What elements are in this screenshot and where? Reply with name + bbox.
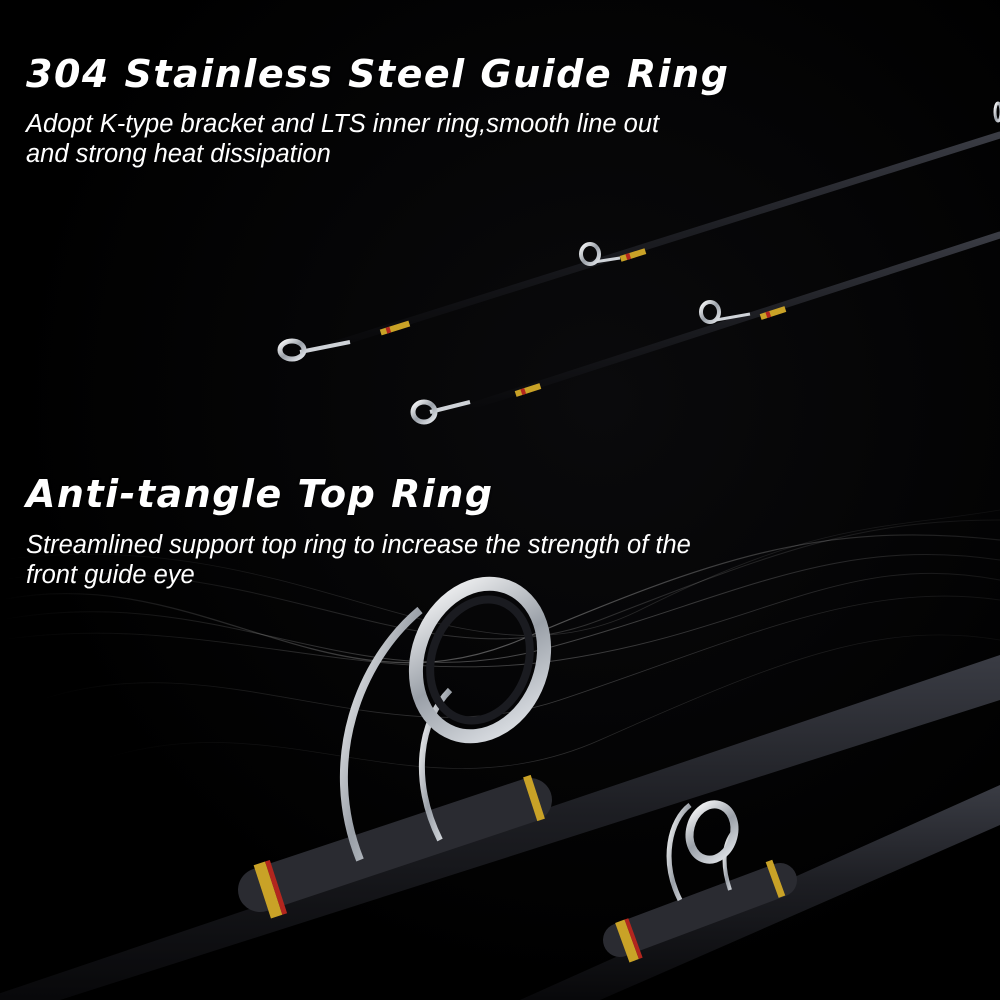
heading-guide-ring: 304 Stainless Steel Guide Ring bbox=[26, 52, 730, 96]
rod-section-lower-main bbox=[0, 655, 1000, 1000]
guide-ring-small bbox=[277, 101, 1000, 425]
rod-section-lower-second bbox=[520, 785, 1000, 1000]
description-guide-ring-line-1: Adopt K-type bracket and LTS inner ring,… bbox=[26, 110, 660, 138]
heading-top-ring: Anti-tangle Top Ring bbox=[26, 472, 494, 516]
description-guide-ring-line-2: and strong heat dissipation bbox=[26, 140, 331, 168]
description-guide-ring: Adopt K-type bracket and LTS inner ring,… bbox=[26, 109, 659, 169]
rod-section-upper-1 bbox=[326, 131, 1000, 350]
fishing-line-swirl bbox=[0, 509, 1000, 769]
top-guide-ring-large bbox=[339, 576, 552, 862]
description-top-ring-line-2: front guide eye bbox=[26, 561, 195, 589]
description-top-ring-line-1: Streamlined support top ring to increase… bbox=[26, 531, 691, 559]
description-top-ring: Streamlined support top ring to increase… bbox=[26, 530, 691, 590]
guide-ring-medium bbox=[666, 800, 739, 902]
rod-section-upper-2 bbox=[456, 231, 1000, 414]
